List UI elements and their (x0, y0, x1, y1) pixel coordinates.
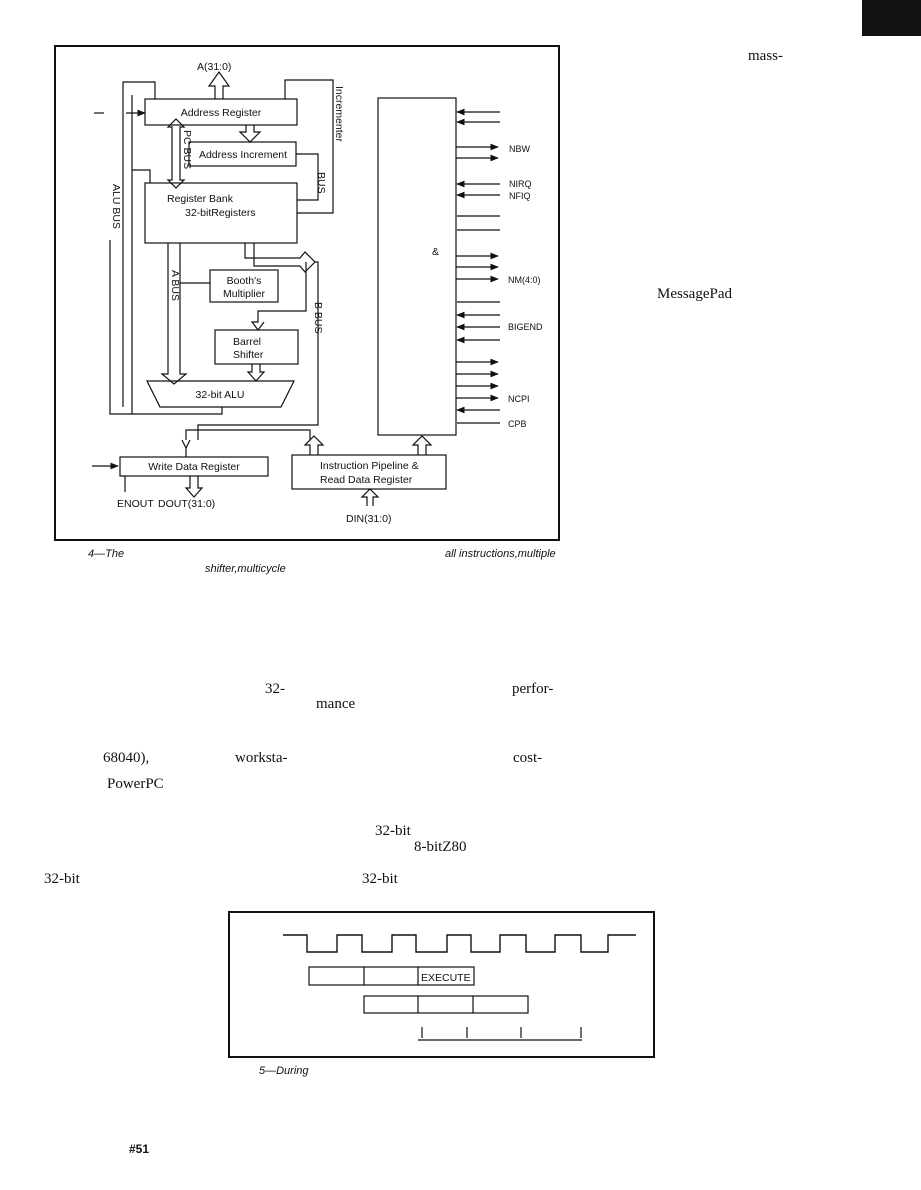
clock-waveform (283, 934, 636, 953)
issue-number: #51 (129, 1142, 150, 1156)
figure-4-caption-line2: shifter,multicycle (205, 563, 286, 575)
body-fragment-worksta: worksta- (235, 750, 288, 766)
signal-nirq: NIRQ (509, 179, 532, 189)
a-bus-label: A BUS (169, 270, 181, 301)
control-logic-box (377, 97, 457, 436)
write-data-register-box (119, 456, 269, 477)
body-fragment-32bit-c: 32-bit (362, 871, 398, 887)
dout-label: DOUT(31:0) (158, 498, 215, 510)
figure-4-caption-end: all instructions,multiple (445, 548, 556, 560)
body-fragment-32bit-a: 32-bit (375, 823, 411, 839)
alu-label: 32-bit ALU (195, 389, 244, 401)
address-increment-label: Address Increment (199, 149, 287, 161)
register-bank-sublabel: 32-bitRegisters (185, 207, 256, 219)
corner-tab (862, 0, 921, 36)
alu-shape (146, 380, 295, 408)
din-label: DIN(31:0) (346, 513, 392, 525)
stage-row-2 (363, 995, 529, 1014)
figure-4-frame (54, 45, 560, 541)
sidebar-mass: mass- (748, 48, 783, 64)
pc-bus-label: PC BUS (181, 130, 193, 169)
figure-4-block-diagram: A(31:0) Address Register Address Increme… (54, 45, 560, 541)
barrel-shifter-label: Barrel (233, 336, 261, 348)
instruction-pipeline-label: Instruction Pipeline & (320, 460, 419, 472)
signal-nbw: NBW (509, 144, 531, 154)
incrementer-label: Incrementer (333, 86, 345, 143)
execute-label: EXECUTE (421, 972, 471, 984)
figure-5-frame (228, 911, 655, 1058)
address-bus-label: A(31:0) (197, 61, 231, 73)
body-fragment-powerpc: PowerPC (107, 776, 164, 792)
signal-nfiq: NFIQ (509, 191, 531, 201)
stage-row-1 (308, 966, 475, 986)
figure-4-caption-start: 4—The (88, 548, 125, 560)
barrel-shifter-box (214, 329, 299, 365)
sidebar-messagepad: MessagePad (657, 286, 732, 302)
body-fragment-mance: mance (316, 696, 356, 712)
b-bus-label: B BUS (312, 302, 324, 334)
write-data-register-label: Write Data Register (148, 461, 240, 473)
body-fragment-z80: 8-bitZ80 (414, 839, 467, 855)
read-data-register-label: Read Data Register (320, 474, 413, 486)
instruction-pipeline-box (291, 454, 447, 490)
body-fragment-32bit-b: 32-bit (44, 871, 80, 887)
enout-label: ENOUT (117, 498, 154, 510)
alu-bus-label: ALU BUS (110, 184, 122, 229)
body-fragment-cost: cost- (513, 750, 543, 766)
incrementer-bus-label: BUS (315, 172, 327, 194)
figure-5-caption: 5—During (259, 1065, 309, 1077)
barrel-shifter-sublabel: Shifter (233, 349, 264, 361)
figure-5-timing-diagram: EXECUTE (228, 911, 655, 1058)
booths-multiplier-label: Booth's (227, 275, 262, 287)
signal-bigend: BIGEND (508, 322, 543, 332)
body-fragment-68040: 68040), (103, 750, 150, 766)
body-fragment-32: 32- (265, 681, 285, 697)
register-bank-label: Register Bank (167, 193, 234, 205)
body-fragment-perfor: perfor- (512, 681, 554, 697)
booths-multiplier-box (209, 269, 279, 303)
control-ampersand: & (432, 246, 439, 258)
signal-ncpi: NCPI (508, 394, 530, 404)
signal-nm: NM(4:0) (508, 275, 541, 285)
address-register-label: Address Register (181, 107, 262, 119)
signal-cpb: CPB (508, 419, 527, 429)
booths-multiplier-sublabel: Multiplier (223, 288, 266, 300)
